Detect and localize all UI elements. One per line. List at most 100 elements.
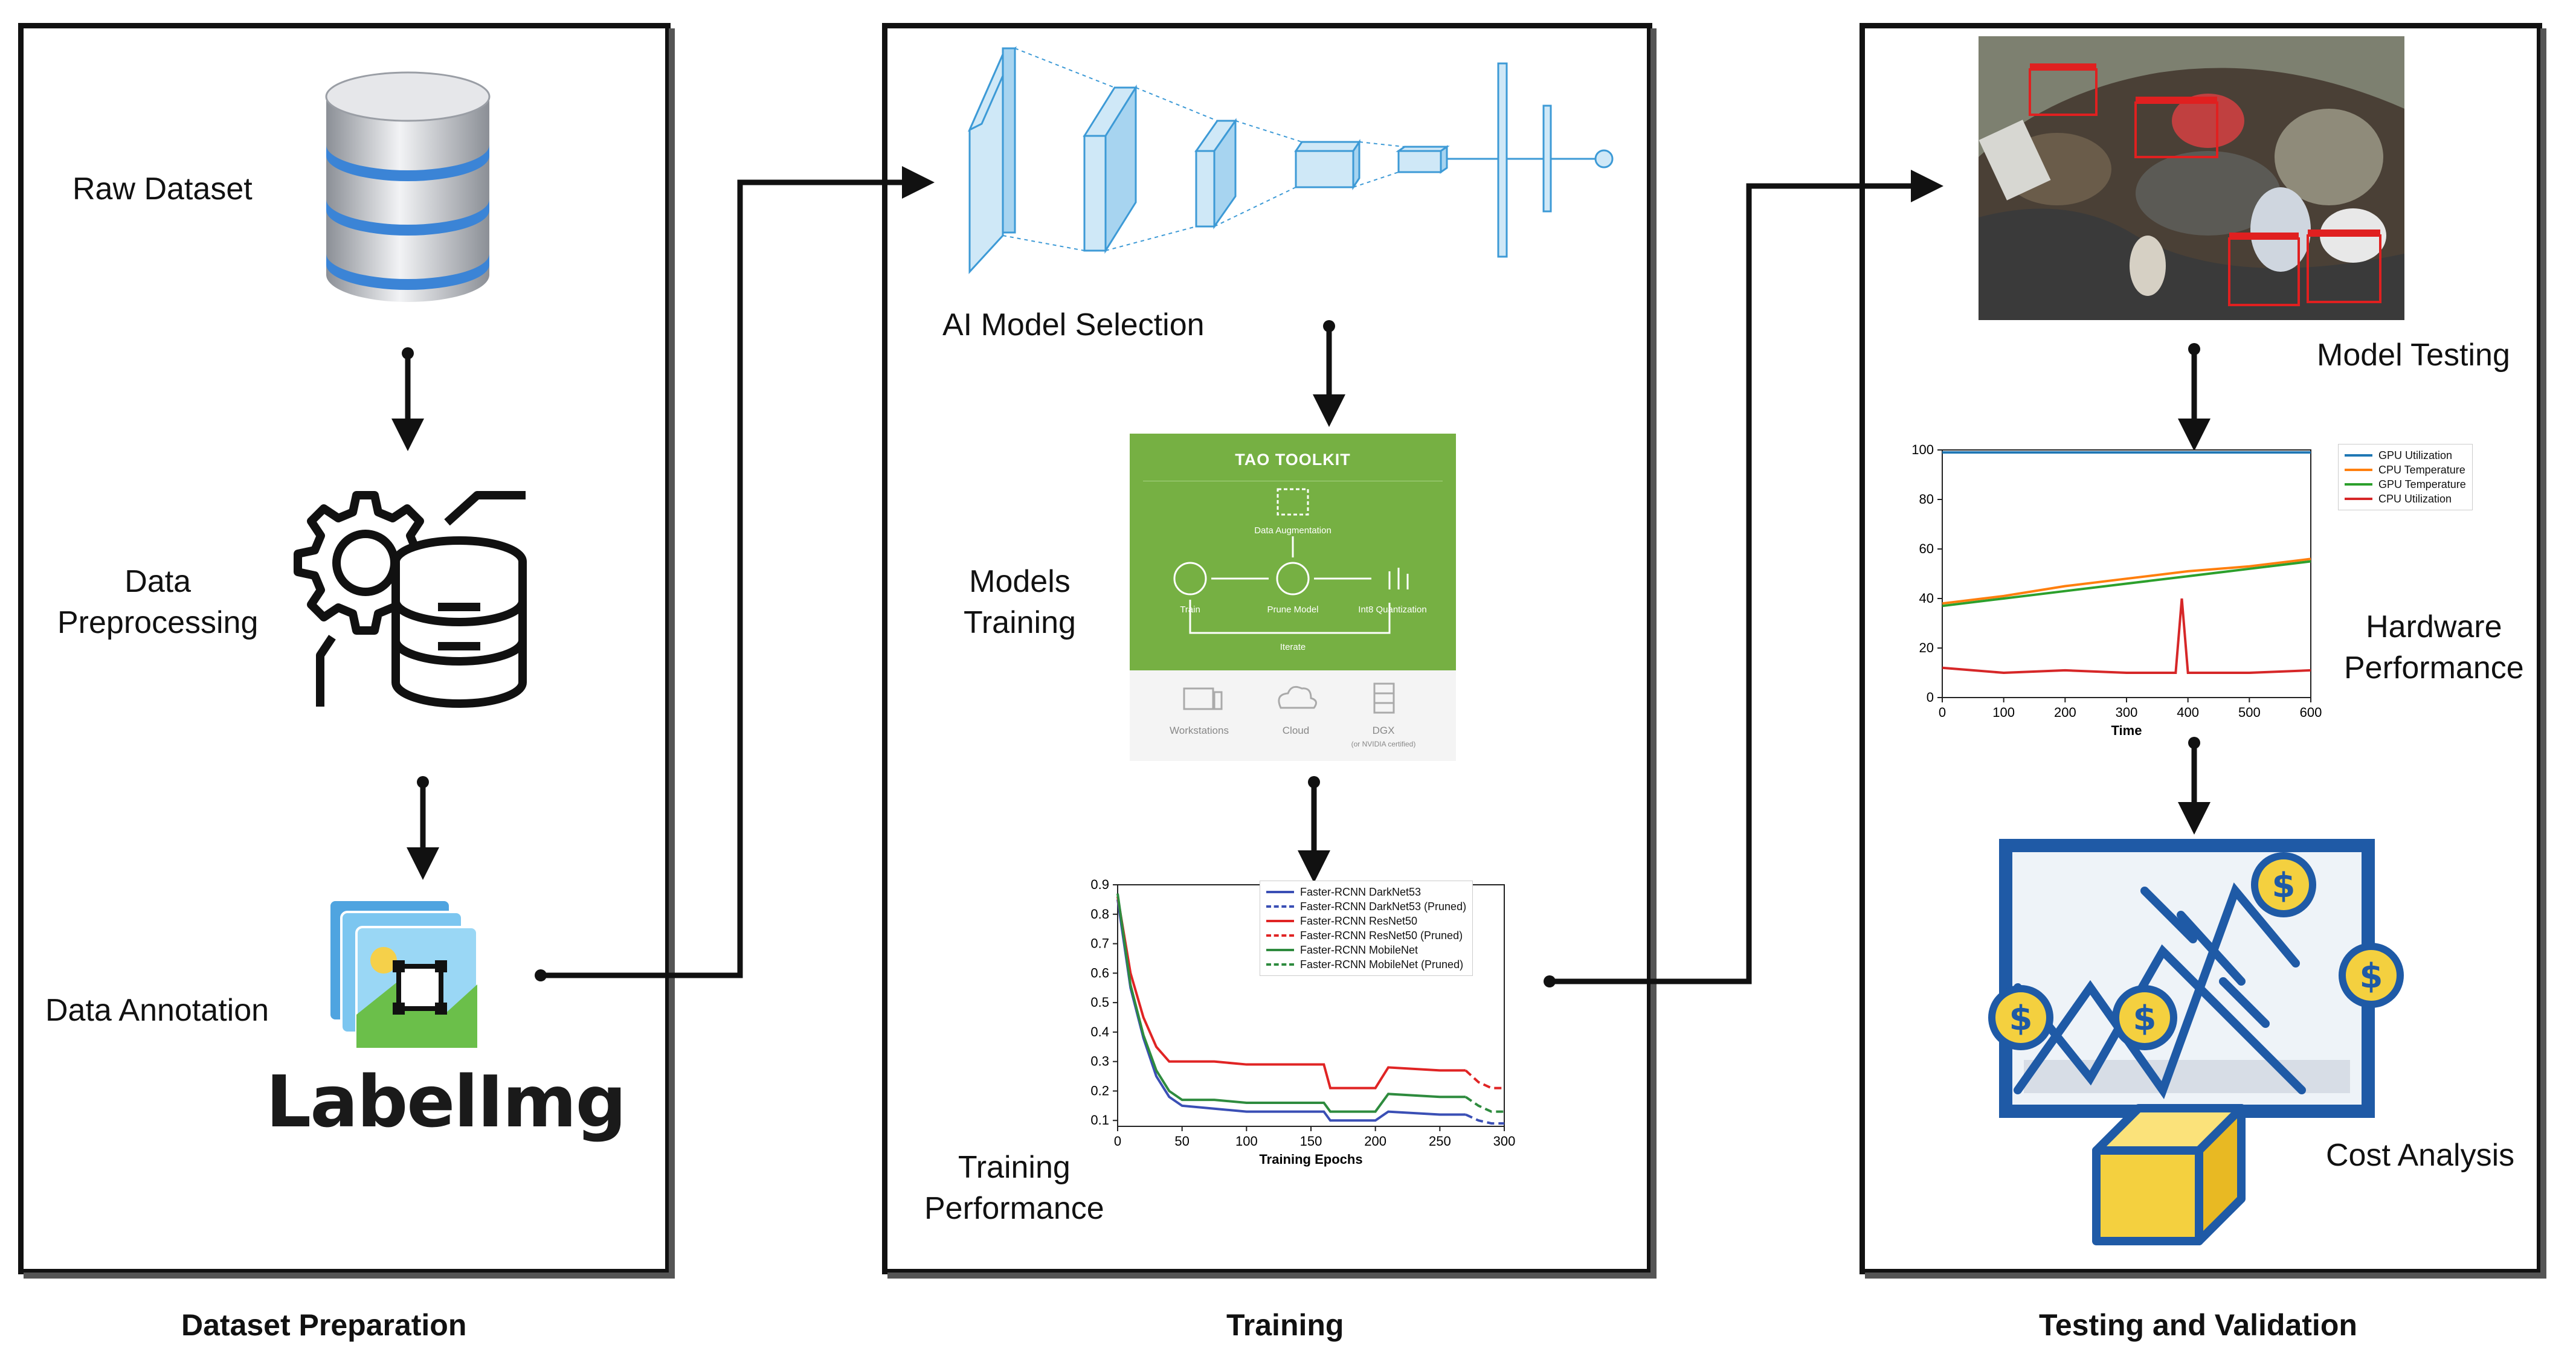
- x-tick-label: 100: [1992, 705, 2015, 720]
- step-raw-dataset: Raw Dataset: [72, 172, 253, 207]
- y-tick-label: 0: [1927, 690, 1934, 705]
- y-tick-label: 0.3: [1090, 1054, 1109, 1069]
- x-tick-label: 0: [1114, 1134, 1121, 1149]
- y-tick-label: 0.4: [1090, 1024, 1109, 1039]
- step-ai-model-selection: AI Model Selection: [942, 307, 1205, 342]
- model-testing-detection-image: [1979, 36, 2404, 320]
- x-tick-label: 50: [1174, 1134, 1189, 1149]
- series-line-2: [1116, 896, 1466, 1090]
- step-data-annotation: Data Annotation: [45, 993, 269, 1028]
- cost-analysis-illustration: $$$$: [1988, 839, 2404, 1245]
- legend-label: Faster-RCNN MobileNet: [1300, 943, 1418, 956]
- series-line-5: [1464, 1096, 1504, 1113]
- neural-network-diagram: [967, 46, 1614, 274]
- legend-label: Faster-RCNN ResNet50 (Pruned): [1300, 929, 1463, 942]
- deploy-workstations: Workstations: [1170, 725, 1229, 736]
- y-tick-label: 0.9: [1090, 877, 1109, 892]
- preprocessing-line-1: Data: [124, 564, 192, 599]
- y-tick-label: 0.8: [1090, 907, 1109, 922]
- training-performance-line-1: Training: [958, 1150, 1071, 1185]
- labelimg-logo-text: LabelImg: [266, 1060, 626, 1143]
- plot-area: [1942, 449, 2311, 698]
- tao-header: TAO TOOLKIT: [1235, 451, 1351, 469]
- legend-swatch: [2345, 498, 2372, 500]
- x-tick-label: 100: [1235, 1134, 1258, 1149]
- step-hardware-performance: Hardware Performance: [2344, 607, 2524, 688]
- legend-swatch: [1266, 934, 1294, 937]
- x-tick-label: 250: [1429, 1134, 1451, 1149]
- x-axis-label: Training Epochs: [1259, 1152, 1362, 1167]
- tao-deploy-targets: Workstations Cloud DGX (or NVIDIA certif…: [1130, 670, 1456, 761]
- tao-train: Train: [1180, 605, 1200, 615]
- y-tick-label: 20: [1919, 640, 1934, 655]
- legend-entry-3: CPU Utilization: [2345, 492, 2466, 506]
- step-cost-analysis: Cost Analysis: [2326, 1138, 2515, 1173]
- gear-database-icon: [294, 491, 527, 708]
- arrow-prep-to-training: [538, 166, 935, 978]
- x-tick-label: 150: [1300, 1134, 1322, 1149]
- legend-entry-0: GPU Utilization: [2345, 448, 2466, 463]
- y-tick-label: 100: [1911, 442, 1934, 457]
- series-line-3: [1464, 1069, 1504, 1090]
- models-training-line-1: Models: [969, 564, 1071, 599]
- series-line-1: [1942, 557, 2311, 605]
- labelimg-icon: [328, 899, 478, 1049]
- legend-label: GPU Utilization: [2378, 449, 2453, 461]
- legend-label: GPU Temperature: [2378, 478, 2466, 490]
- legend-entry-5: Faster-RCNN MobileNet (Pruned): [1266, 957, 1466, 972]
- x-tick-label: 500: [2238, 705, 2261, 720]
- tao-prune-model: Prune Model: [1267, 605, 1319, 615]
- step-training-performance: Training Performance: [924, 1147, 1104, 1229]
- y-tick-label: 0.5: [1090, 995, 1109, 1010]
- arrow-training-to-testing: [1547, 170, 1943, 984]
- tao-iterate: Iterate: [1280, 642, 1306, 652]
- legend-entry-0: Faster-RCNN DarkNet53: [1266, 885, 1466, 899]
- tao-int8-quantization: Int8 Quantization: [1358, 605, 1427, 615]
- y-tick-label: 0.7: [1090, 936, 1109, 951]
- legend-swatch: [1266, 949, 1294, 951]
- x-axis-label: Time: [2111, 723, 2142, 738]
- x-tick-label: 300: [1493, 1134, 1516, 1149]
- series-line-2: [1942, 560, 2311, 608]
- legend-entry-1: Faster-RCNN DarkNet53 (Pruned): [1266, 899, 1466, 914]
- svg-text:$: $: [2009, 999, 2033, 1038]
- tao-workflow-icons: [1173, 488, 1409, 634]
- legend-swatch: [2345, 469, 2372, 471]
- database-icon: [325, 71, 491, 302]
- legend-entry-1: CPU Temperature: [2345, 463, 2466, 477]
- x-tick-label: 300: [2116, 705, 2138, 720]
- title-dataset-preparation: Dataset Preparation: [181, 1308, 467, 1342]
- step-models-training: Models Training: [964, 562, 1076, 643]
- legend-label: Faster-RCNN DarkNet53: [1300, 885, 1422, 898]
- svg-text:$: $: [2272, 866, 2296, 905]
- y-tick-label: 60: [1919, 541, 1934, 556]
- deploy-icons: [1183, 682, 1395, 714]
- preprocessing-line-2: Preprocessing: [57, 605, 259, 640]
- legend-label: CPU Utilization: [2378, 492, 2452, 505]
- tao-toolkit-card: TAO TOOLKIT Data Augmentation Train Prun…: [1130, 434, 1456, 670]
- legend-entry-2: GPU Temperature: [2345, 477, 2466, 492]
- x-tick-label: 200: [2054, 705, 2076, 720]
- legend-label: CPU Temperature: [2378, 463, 2465, 476]
- legend-label: Faster-RCNN ResNet50: [1300, 914, 1418, 927]
- y-tick-label: 0.2: [1090, 1083, 1109, 1098]
- x-tick-label: 600: [2300, 705, 2322, 720]
- series-line-4: [1116, 893, 1466, 1113]
- x-tick-label: 400: [2177, 705, 2199, 720]
- y-tick-label: 0.1: [1090, 1112, 1109, 1128]
- step-model-testing: Model Testing: [2317, 338, 2510, 373]
- legend-swatch: [1266, 891, 1294, 893]
- legend-entry-4: Faster-RCNN MobileNet: [1266, 943, 1466, 957]
- y-tick-label: 80: [1919, 492, 1934, 507]
- legend-swatch: [2345, 454, 2372, 457]
- legend-swatch: [2345, 483, 2372, 486]
- legend-swatch: [1266, 905, 1294, 908]
- training-performance-line-2: Performance: [924, 1190, 1104, 1226]
- x-tick-label: 0: [1939, 705, 1946, 720]
- legend-entry-2: Faster-RCNN ResNet50: [1266, 914, 1466, 928]
- title-training: Training: [1226, 1308, 1344, 1342]
- deploy-dgx: DGX: [1372, 725, 1395, 736]
